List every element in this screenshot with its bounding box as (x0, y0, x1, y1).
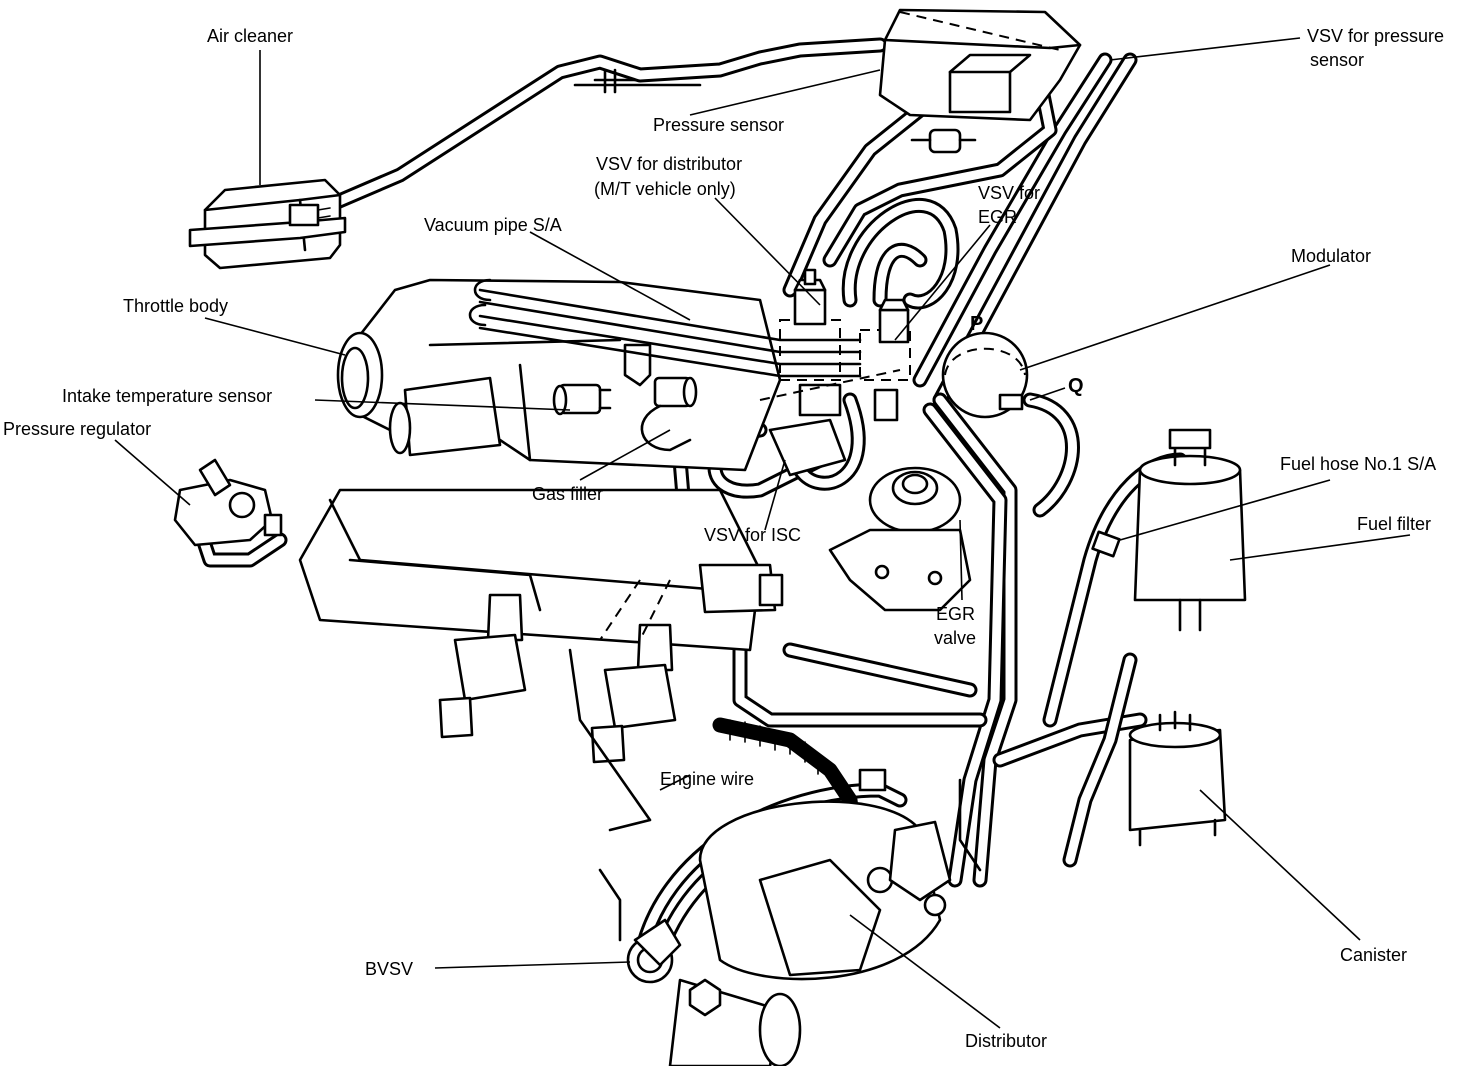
label-fuel-filter: Fuel filter (1357, 514, 1431, 534)
label-distributor: Distributor (965, 1031, 1047, 1051)
distributor (698, 800, 952, 981)
labels: Air cleaner VSV for pressure sensor Pres… (3, 26, 1444, 1051)
label-port-q: Q (1068, 375, 1084, 397)
air-cleaner (188, 178, 347, 270)
leader-lines (114, 37, 1411, 1029)
label-egr-valve-line2: valve (934, 628, 976, 648)
vacuum-pipe-sa (468, 278, 911, 381)
label-engine-wire: Engine wire (660, 769, 754, 789)
pressure-sensor-assembly (573, 8, 1082, 154)
throttle-body (336, 278, 782, 472)
label-port-p: P (970, 313, 983, 335)
label-vsv-distributor-line1: VSV for distributor (596, 154, 742, 174)
label-vsv-pressure-sensor-line1: VSV for pressure (1307, 26, 1444, 46)
fuel-injectors (438, 563, 784, 764)
gas-filler (640, 376, 698, 452)
label-pressure-regulator: Pressure regulator (3, 419, 151, 439)
label-canister: Canister (1340, 945, 1407, 965)
label-egr-valve-line1: EGR (936, 604, 975, 624)
label-vacuum-pipe: Vacuum pipe S/A (424, 215, 562, 235)
label-throttle-body: Throttle body (123, 296, 228, 316)
fuel-filter (1133, 428, 1247, 632)
oil-filter (668, 978, 802, 1066)
modulator (941, 331, 1029, 419)
label-pressure-sensor: Pressure sensor (653, 115, 784, 135)
label-vsv-egr-line2: EGR (978, 207, 1017, 227)
vsv-egr (878, 298, 910, 344)
fuel-hose-clamp (1091, 530, 1121, 558)
bvsv (626, 918, 682, 984)
fuel-rail (298, 488, 762, 652)
label-fuel-hose: Fuel hose No.1 S/A (1280, 454, 1436, 474)
label-vsv-egr-line1: VSV for (978, 183, 1040, 203)
egr-valve (828, 466, 972, 612)
vsv-distributor (793, 268, 827, 326)
engine-block-outline (568, 579, 982, 942)
pressure-regulator (173, 458, 283, 547)
label-air-cleaner: Air cleaner (207, 26, 293, 46)
vsv-isc (759, 369, 901, 477)
label-vsv-isc: VSV for ISC (704, 525, 801, 545)
label-modulator: Modulator (1291, 246, 1371, 266)
label-intake-temperature-sensor: Intake temperature sensor (62, 386, 272, 406)
label-gas-filler: Gas filler (532, 484, 603, 504)
label-vsv-pressure-sensor-line2: sensor (1310, 50, 1364, 70)
label-vsv-distributor-line2: (M/T vehicle only) (594, 179, 736, 199)
canister (1128, 710, 1227, 847)
label-bvsv: BVSV (365, 959, 413, 979)
